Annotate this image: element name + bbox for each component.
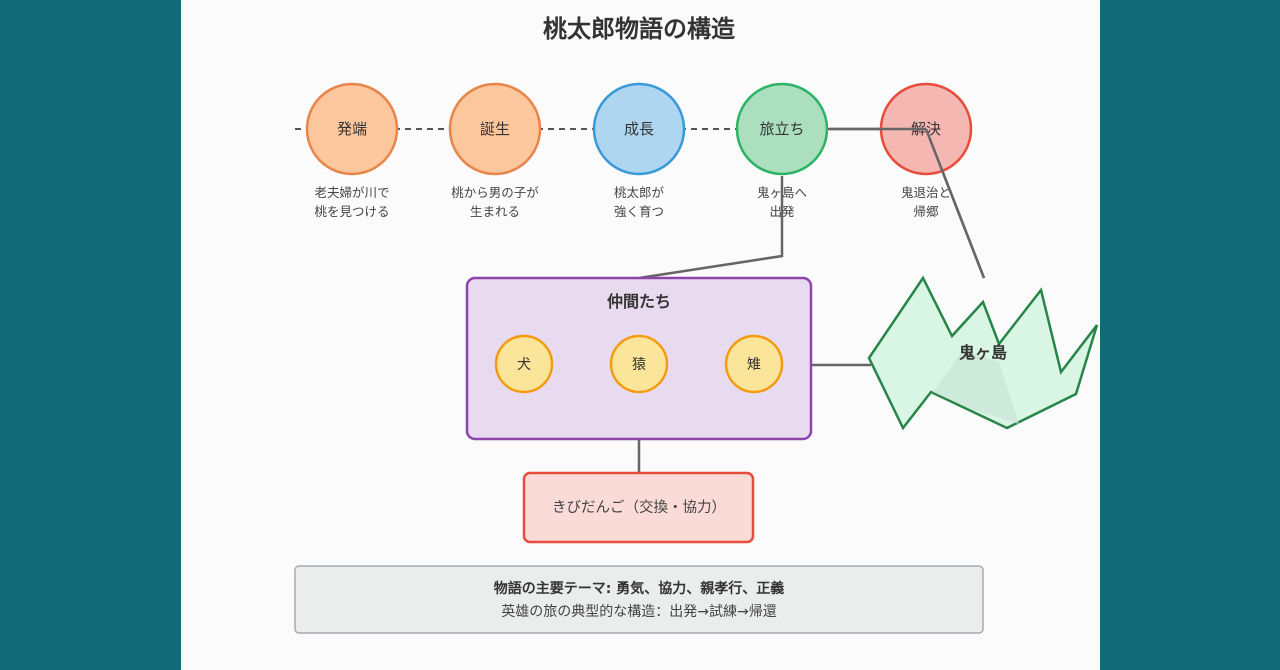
companion-dog-label: 犬 — [517, 357, 531, 373]
stage-caption-line2: 出発 — [769, 204, 795, 219]
diagram-title: 桃太郎物語の構造 — [543, 15, 735, 43]
companion-monkey-label: 猿 — [632, 357, 646, 373]
stage-caption-line2: 帰郷 — [913, 204, 939, 219]
stage-label: 発端 — [337, 120, 367, 138]
theme-main: 物語の主要テーマ: 勇気、協力、親孝行、正義 — [494, 580, 784, 597]
stage-caption-line1: 鬼ヶ島へ — [757, 185, 807, 200]
companions-title: 仲間たち — [607, 292, 671, 311]
stage-label: 旅立ち — [759, 120, 804, 138]
companions-group: 仲間たち 犬 猿 雉 — [465, 276, 813, 441]
island-group: 鬼ヶ島 — [867, 275, 1099, 431]
companion-pheasant — [724, 334, 784, 394]
connector-departure-companions — [638, 176, 784, 280]
theme-group: 物語の主要テーマ: 勇気、協力、親孝行、正義 英雄の旅の典型的な構造：出発→試練… — [294, 565, 984, 634]
stage-birth: 誕生 桃から男の子が 生まれる — [448, 82, 542, 219]
island-shading — [933, 350, 1019, 424]
stage-caption-line2: 強く育つ — [614, 204, 664, 219]
stage-growth: 成長 桃太郎が 強く育つ — [592, 82, 686, 219]
diagram-canvas: 桃太郎物語の構造 発端 老夫婦が川で 桃を見つける 誕生 桃から男の子が 生まれ… — [294, 15, 1099, 634]
companion-dog — [494, 334, 554, 394]
stage-caption-line1: 鬼退治と — [901, 185, 951, 200]
stage-circle — [305, 82, 399, 176]
theme-sub: 英雄の旅の典型的な構造：出発→試練→帰還 — [501, 603, 776, 620]
island-shape — [867, 275, 1099, 431]
kibidango-box — [522, 471, 755, 544]
stage-circle — [448, 82, 542, 176]
connector-overlay — [924, 128, 986, 279]
stage-circle — [592, 82, 686, 176]
stage-caption-line1: 老夫婦が川で — [314, 185, 389, 200]
stage-circle — [735, 82, 829, 176]
stage-departure: 旅立ち 鬼ヶ島へ 出発 — [735, 82, 829, 219]
kibidango-group: きびだんご（交換・協力） — [522, 471, 755, 544]
stage-start: 発端 老夫婦が川で 桃を見つける — [305, 82, 399, 219]
stage-label: 誕生 — [480, 120, 510, 138]
stage-caption-line1: 桃太郎が — [614, 185, 665, 200]
kibidango-label: きびだんご（交換・協力） — [552, 498, 726, 516]
island-label: 鬼ヶ島 — [959, 343, 1007, 362]
stage-caption-line1: 桃から男の子が — [451, 185, 539, 200]
theme-box — [294, 565, 984, 634]
diagram-page: 桃太郎物語の構造 発端 老夫婦が川で 桃を見つける 誕生 桃から男の子が 生まれ… — [181, 0, 1100, 670]
companion-monkey — [609, 334, 669, 394]
companion-pheasant-label: 雉 — [747, 357, 761, 373]
stage-caption-line2: 桃を見つける — [314, 204, 389, 219]
stage-caption-line2: 生まれる — [470, 204, 520, 219]
stage-resolution: 解決 鬼退治と 帰郷 — [879, 82, 973, 219]
stage-label: 成長 — [624, 120, 654, 138]
